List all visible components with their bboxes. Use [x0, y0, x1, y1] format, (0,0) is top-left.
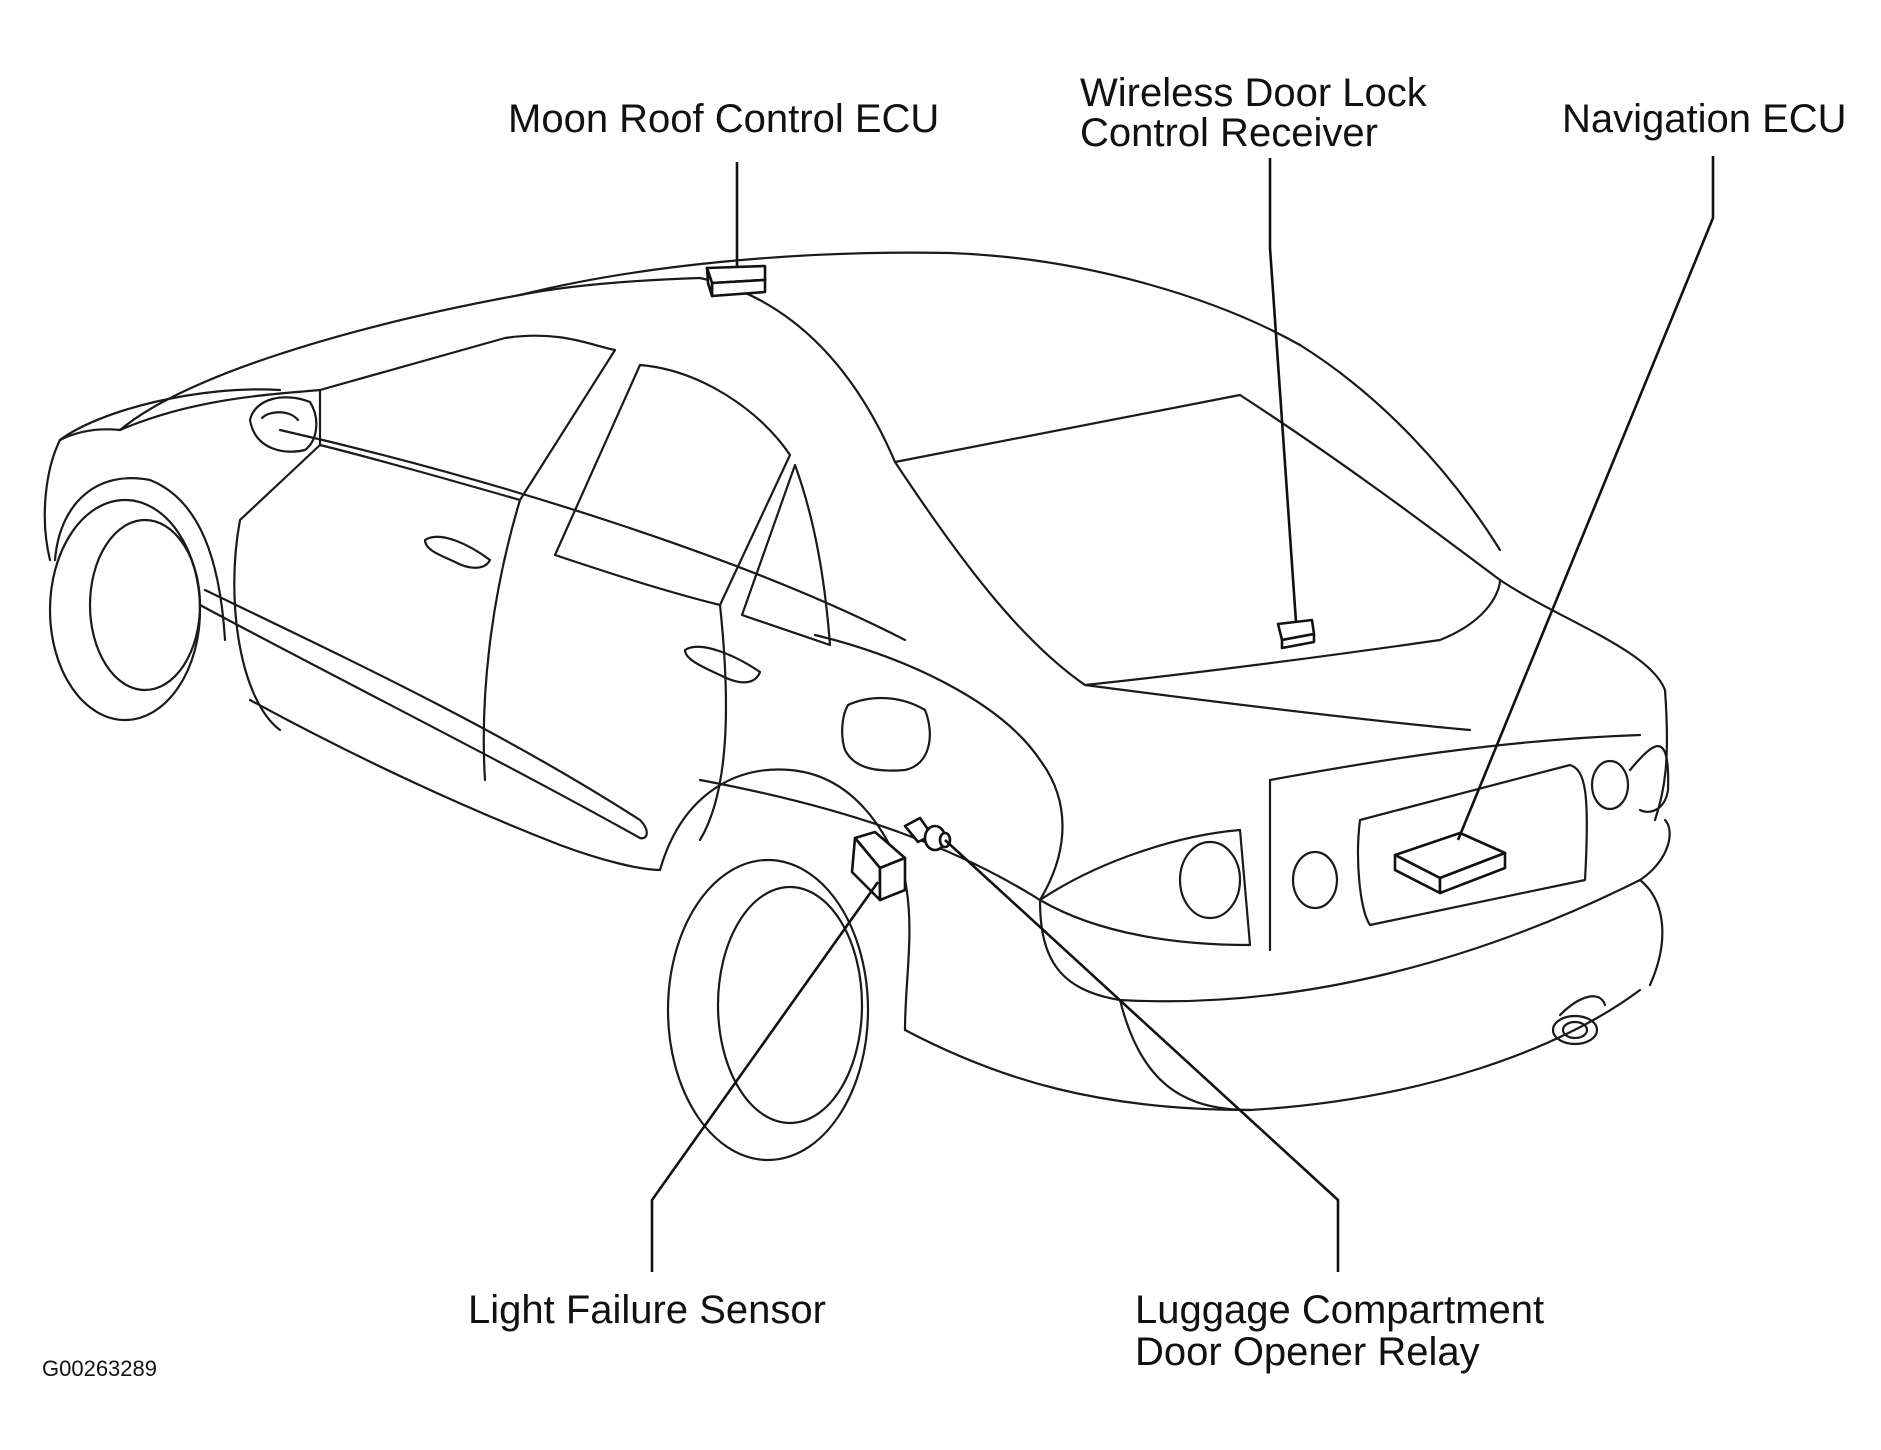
luggage-relay-label-line1: Luggage Compartment: [1135, 1288, 1545, 1332]
navigation-ecu-box: [1393, 831, 1507, 895]
car-body: [43, 251, 1671, 1162]
figure-code: G00263289: [42, 1356, 157, 1381]
wireless-receiver-box: [1276, 618, 1316, 650]
light-failure-sensor-box: [850, 830, 907, 902]
luggage-relay-label-line2: Door Opener Relay: [1135, 1330, 1480, 1374]
navigation-ecu-label: Navigation ECU: [1562, 97, 1847, 141]
luggage-relay-connector: [903, 816, 952, 852]
leader-wireless-receiver: [1268, 158, 1298, 623]
leader-navigation: [1456, 156, 1715, 841]
leader-light-failure: [650, 881, 880, 1272]
leader-luggage-relay: [944, 839, 1340, 1272]
leader-lines: [650, 156, 1715, 1272]
moon-roof-ecu-label: Moon Roof Control ECU: [508, 97, 940, 141]
light-failure-sensor-label: Light Failure Sensor: [468, 1288, 826, 1332]
wireless-receiver-label-line1: Wireless Door Lock: [1080, 71, 1427, 115]
wireless-receiver-label-line2: Control Receiver: [1080, 111, 1378, 155]
moon-roof-ecu-box: [705, 264, 767, 298]
